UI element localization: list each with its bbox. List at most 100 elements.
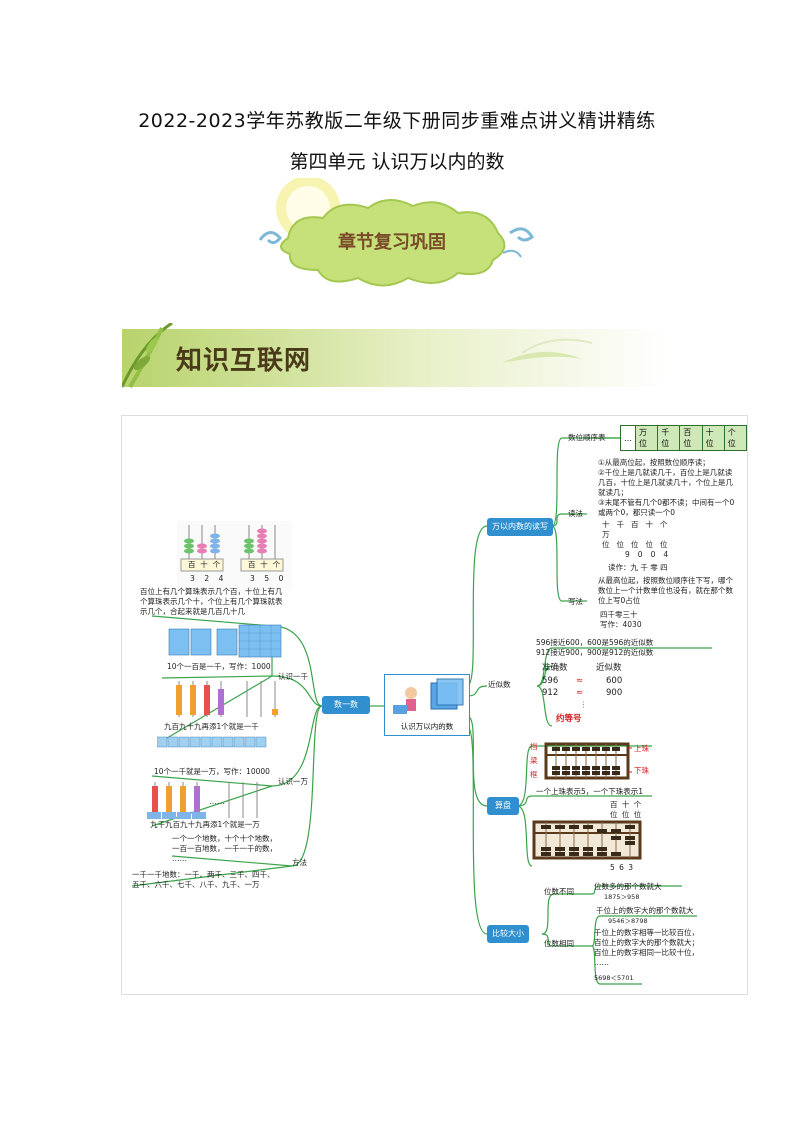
svg-text:……: …… — [209, 797, 225, 806]
abacus-desc-line1: 百位上有几个算珠表示几个百，十位上有几 — [140, 587, 283, 596]
same-digits-rule1: 千位上的数字大的那个数就大 — [596, 906, 694, 915]
same-digits-rule5: …… — [594, 958, 609, 967]
abacus-pair-illustration — [177, 521, 292, 591]
place-chars-row2: 位位位位位 — [602, 540, 675, 549]
cubes-caption: 10个一百是一千，写作：1000 — [167, 662, 271, 671]
abacus-part-lower: 下珠 — [634, 766, 649, 775]
read-rule-3: 几百，十位上是几就读几十，个位上是几 — [598, 478, 733, 487]
abacus3-caption: 九百九十九再添1个就是一千 — [164, 722, 259, 731]
read-rule-5: ③末尾不管有几个0都不读；中间有一个0 — [598, 498, 735, 507]
place-order-table: … 万位 千位 百位 十位 个位 — [620, 425, 748, 451]
label-same-digits: 位数相同 — [544, 939, 574, 948]
abacus-desc-line3: 示几个，合起来就是几百几十几 — [140, 607, 245, 616]
abacus-999-illustration — [176, 681, 278, 717]
abacus2-labels: 百 十 个 — [248, 560, 281, 569]
place-chars-row1b: 万 — [602, 530, 610, 539]
cloud-graphic — [258, 176, 534, 287]
banner-graphic — [120, 321, 670, 389]
center-node: 认识万以内的数 — [384, 674, 470, 736]
approx-header-approx: 近似数 — [596, 663, 622, 673]
abacus-places-row1: 百 十 个 — [610, 800, 643, 809]
abacus1-labels: 百 十 个 — [188, 560, 221, 569]
center-node-label: 认识万以内的数 — [400, 722, 454, 731]
write-example-2: 写作：4030 — [600, 620, 642, 629]
count-by-thousand-line1: 一千一千地数：一千、两千、三千、四千、 — [132, 870, 275, 879]
approx-dots: ⋮ — [580, 700, 588, 709]
abacus-part-upper: 上珠 — [634, 744, 649, 753]
cloud-label: 章节复习巩固 — [338, 232, 446, 253]
knowledge-mindmap: 认识万以内的数 数一数 百 十 个 百 十 个 3 2 4 3 5 0 百位上有… — [121, 415, 748, 995]
method-line3: …… — [172, 854, 187, 863]
node-compare: 比较大小 — [487, 925, 529, 943]
approx-row2-exact: 912 — [542, 688, 559, 698]
place-cell-ge: 个位 — [723, 425, 748, 451]
write-example-1: 四千零三十 — [600, 610, 638, 619]
approx-sign-label: 约等号 — [556, 714, 582, 724]
label-write-method: 写法 — [568, 597, 583, 606]
ten-thousand-rods-illustration — [157, 736, 267, 748]
read-rule-6: 或两个0，都只读一个0 — [598, 508, 676, 517]
abacus4-caption: 九千九百九十九再添1个就是一万 — [150, 820, 260, 829]
place-cell-shi: 十位 — [701, 425, 725, 451]
write-rule-3: 位上写0占位 — [598, 596, 641, 605]
approx-row1-sign: ≈ — [576, 676, 584, 686]
read-rule-2: ②千位上是几就读几千，百位上是几就读 — [598, 468, 733, 477]
chapter-review-cloud: 章节复习巩固 — [248, 176, 548, 298]
read-rule-1: ①从最高位起，按照数位顺序读； — [598, 458, 710, 467]
write-rule-1: 从最高位起，按照数位顺序往下写，哪个 — [598, 576, 733, 585]
section-banner-title: 知识互联网 — [176, 346, 312, 376]
abacus-9999-illustration: …… — [147, 782, 258, 819]
abacus-563-diagram — [532, 820, 642, 860]
place-cell-qian: 千位 — [657, 425, 681, 451]
center-node-illustration — [393, 678, 464, 714]
approx-row1-exact: 596 — [542, 676, 559, 686]
approx-row2-sign: ≈ — [576, 688, 584, 698]
approx-line-1: 596接近600，600是596的近似数 — [536, 638, 654, 647]
node-count: 数一数 — [322, 696, 370, 714]
node-abacus: 算盘 — [487, 797, 519, 815]
same-digits-rule4: 百位上的数字相同一比较十位， — [594, 948, 699, 957]
document-title: 2022-2023学年苏教版二年级下册同步重难点讲义精讲精练 — [138, 110, 656, 132]
same-digits-rule2: 千位上的数字相等一比较百位， — [594, 928, 699, 937]
approx-row1-value: 600 — [606, 676, 623, 686]
example-read: 读作：九 千 零 四 — [608, 563, 668, 572]
label-renshi-qian: 认识一千 — [278, 672, 308, 681]
abacus-part-dang: 档 — [530, 742, 538, 751]
abacus-diagram — [544, 742, 632, 780]
abacus-desc-line2: 个算珠表示几个十，个位上有几个算珠就表 — [140, 597, 283, 606]
abacus-note: 一个上珠表示5，一个下珠表示1 — [536, 787, 644, 796]
approx-line-2: 912接近900，900是912的近似数 — [536, 648, 654, 657]
same-digits-rule3: 百位上的数字大的那个数就大； — [594, 938, 699, 947]
abacus-places-row2: 位 位 位 — [610, 810, 643, 819]
same-digits-example1: 9546＞8798 — [608, 917, 648, 925]
abacus-563-digits: 5 6 3 — [610, 863, 635, 872]
label-approx: 近似数 — [488, 680, 511, 689]
abacus-part-kuang: 框 — [530, 770, 538, 779]
abacus2-digits: 3 5 0 — [250, 574, 284, 583]
label-renshi-wan: 认识一万 — [278, 777, 308, 786]
method-line2: 一百一百地数，一千一千的数， — [172, 844, 277, 853]
rods-caption: 10个一千就是一万，写作：10000 — [154, 767, 270, 776]
label-order-table: 数位顺序表 — [568, 433, 606, 442]
node-read-write: 万以内数的读写 — [487, 518, 553, 536]
write-rule-2: 数位上一个计数单位也没有，就在那个数 — [598, 586, 733, 595]
unit-title: 第四单元 认识万以内的数 — [289, 151, 505, 173]
same-digits-example2: 5698＜5701 — [594, 974, 634, 982]
label-read-method: 读法 — [568, 509, 583, 518]
section-banner — [120, 321, 670, 391]
place-cell-bai: 百位 — [679, 425, 703, 451]
abacus1-digits: 3 2 4 — [190, 574, 224, 583]
method-line1: 一个一个地数，十个十个地数， — [172, 834, 277, 843]
place-cell-wan: 万位 — [634, 425, 659, 451]
label-method: 方法 — [292, 858, 307, 867]
diff-digits-rule: 位数多的那个数就大 — [594, 882, 662, 891]
thousand-cubes-illustration — [168, 624, 282, 658]
read-rule-4: 就读几； — [598, 488, 628, 497]
abacus-part-liang: 梁 — [530, 756, 538, 765]
label-diff-digits: 位数不同 — [544, 887, 574, 896]
diff-digits-example: 1875＞958 — [604, 893, 640, 901]
place-cell-ellipsis: … — [620, 425, 636, 451]
example-digits: 9004 — [625, 550, 677, 559]
approx-header-exact: 准确数 — [542, 663, 568, 673]
place-chars-row1: 十千百十个 — [602, 520, 675, 529]
